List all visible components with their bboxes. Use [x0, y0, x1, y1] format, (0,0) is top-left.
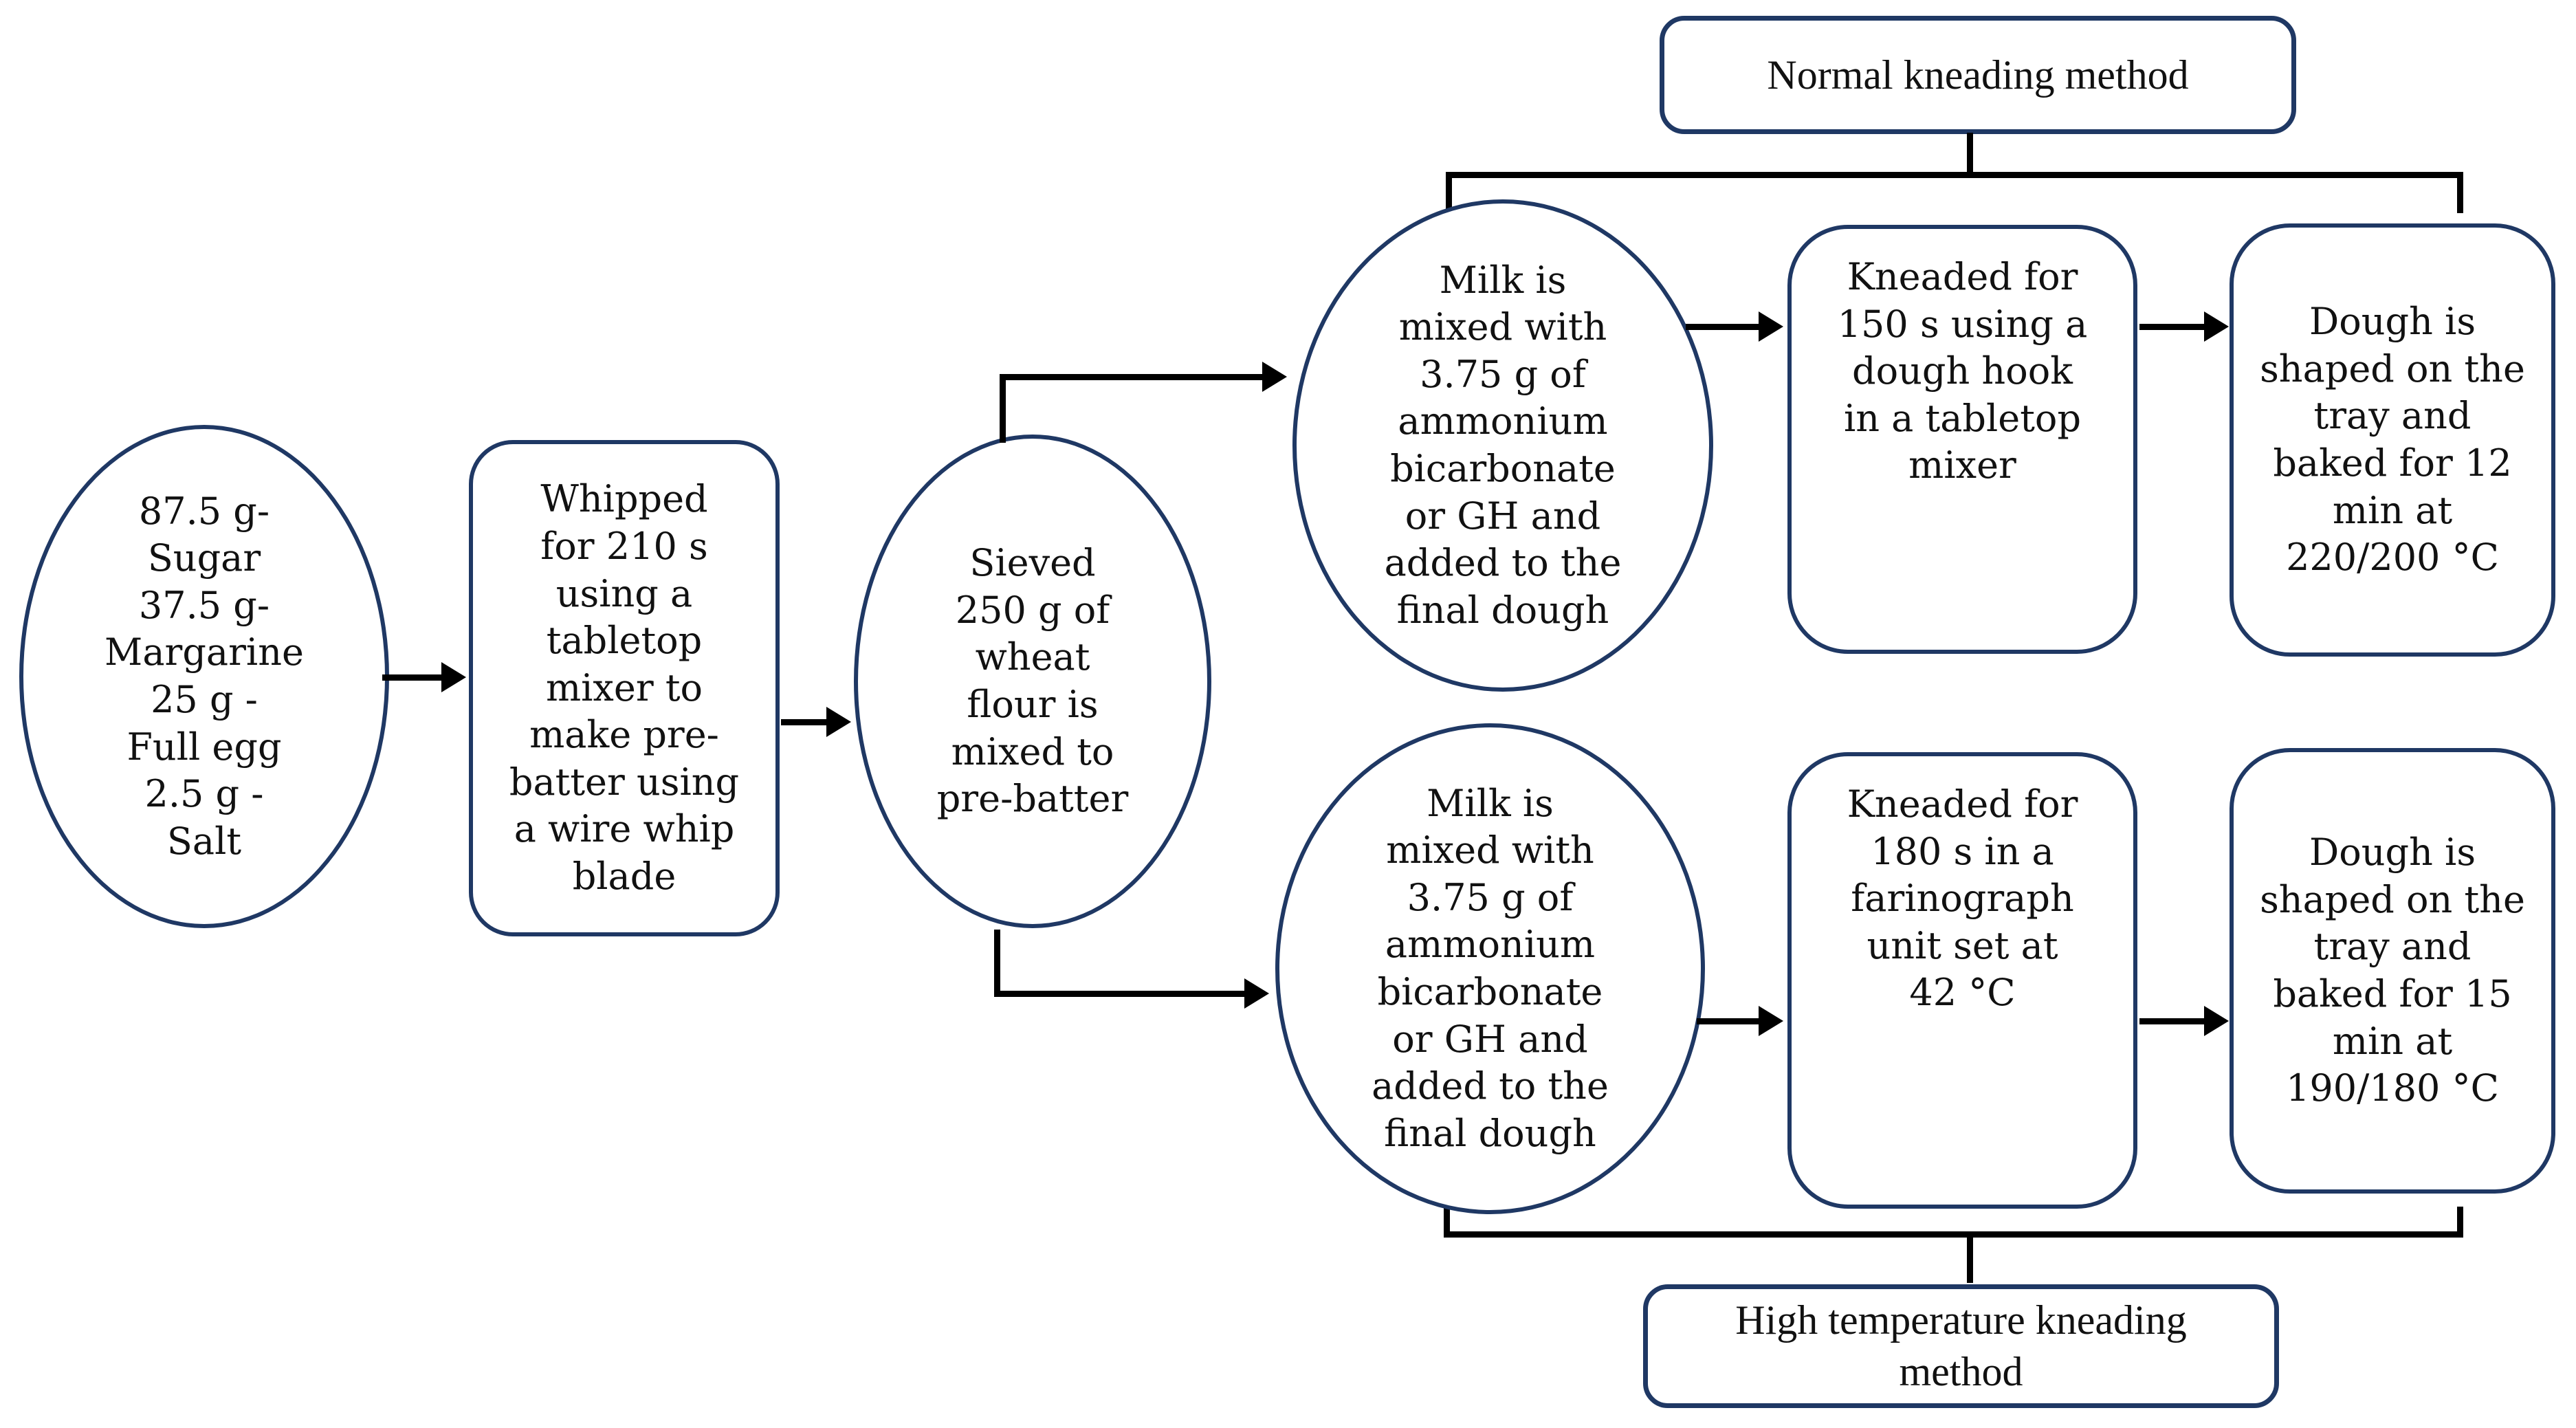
arrowhead-milk-top-to-kneaded-top-icon [1759, 311, 1783, 342]
node-baked-bottom-box: Dough is shaped on the tray and baked fo… [2230, 748, 2555, 1194]
label-high-temp-kneading-text: High temperature kneading method [1735, 1297, 2187, 1394]
node-ingredients-ellipse: 87.5 g- Sugar 37.5 g- Margarine 25 g - F… [19, 425, 389, 928]
arrow-sieved-to-milk-bottom-vertical [994, 930, 1000, 996]
node-kneaded-bottom-box: Kneaded for 180 s in a farinograph unit … [1787, 752, 2137, 1209]
label-normal-kneading-text: Normal kneading method [1767, 52, 2189, 98]
node-kneaded-bottom-text: Kneaded for 180 s in a farinograph unit … [1847, 782, 2078, 1015]
bracket-top-center-tick [1967, 133, 1973, 175]
arrowhead-milk-bottom-to-kneaded-bottom-icon [1759, 1006, 1783, 1036]
label-normal-kneading-box: Normal kneading method [1660, 16, 2296, 134]
bracket-bottom-line [1444, 1231, 2463, 1238]
node-whipped-box: Whipped for 210 s using a tabletop mixer… [469, 440, 780, 936]
arrowhead-sieved-to-milk-top-icon [1262, 362, 1287, 392]
arrowhead-sieved-to-milk-bottom-icon [1244, 978, 1269, 1009]
node-whipped-text: Whipped for 210 s using a tabletop mixer… [509, 477, 740, 899]
node-milk-top-text: Milk is mixed with 3.75 g of ammonium bi… [1384, 258, 1622, 632]
arrow-kneaded-bottom-to-baked-bottom-shaft [2139, 1018, 2204, 1024]
bracket-top-left-tick [1446, 172, 1452, 213]
arrow-milk-top-to-kneaded-top-shaft [1686, 324, 1759, 330]
node-sieved-text: Sieved 250 g of wheat flour is mixed to … [936, 541, 1129, 821]
arrow-ingredients-to-whipped-shaft [382, 674, 441, 681]
arrow-sieved-to-milk-top-vertical [1000, 377, 1006, 443]
arrow-sieved-to-milk-bottom-horizontal [994, 991, 1244, 997]
node-milk-top-ellipse: Milk is mixed with 3.75 g of ammonium bi… [1292, 199, 1713, 692]
node-sieved-ellipse: Sieved 250 g of wheat flour is mixed to … [854, 435, 1211, 928]
node-baked-top-text: Dough is shaped on the tray and baked fo… [2260, 300, 2525, 580]
arrowhead-whipped-to-sieved-icon [826, 707, 851, 737]
node-baked-bottom-text: Dough is shaped on the tray and baked fo… [2260, 831, 2525, 1110]
arrow-sieved-to-milk-top-horizontal [1000, 374, 1262, 380]
bracket-top-right-tick [2457, 172, 2463, 213]
node-kneaded-top-text: Kneaded for 150 s using a dough hook in … [1837, 255, 2088, 487]
bracket-top-line [1446, 172, 2463, 178]
arrowhead-kneaded-top-to-baked-top-icon [2204, 311, 2229, 342]
bracket-bottom-right-tick [2457, 1207, 2463, 1234]
arrowhead-ingredients-to-whipped-icon [441, 662, 466, 692]
arrow-kneaded-top-to-baked-top-shaft [2139, 324, 2204, 330]
bracket-bottom-left-tick [1444, 1207, 1450, 1234]
label-high-temp-kneading-box: High temperature kneading method [1643, 1284, 2279, 1408]
arrow-whipped-to-sieved-shaft [781, 719, 826, 725]
node-milk-bottom-text: Milk is mixed with 3.75 g of ammonium bi… [1372, 781, 1609, 1155]
node-kneaded-top-box: Kneaded for 150 s using a dough hook in … [1787, 225, 2137, 654]
node-milk-bottom-ellipse: Milk is mixed with 3.75 g of ammonium bi… [1275, 723, 1705, 1214]
arrowhead-kneaded-bottom-to-baked-bottom-icon [2204, 1006, 2229, 1036]
node-ingredients-text: 87.5 g- Sugar 37.5 g- Margarine 25 g - F… [104, 489, 304, 863]
node-baked-top-box: Dough is shaped on the tray and baked fo… [2230, 223, 2555, 657]
arrow-milk-bottom-to-kneaded-bottom-shaft [1697, 1018, 1759, 1024]
bracket-bottom-center-tick [1967, 1235, 1973, 1283]
